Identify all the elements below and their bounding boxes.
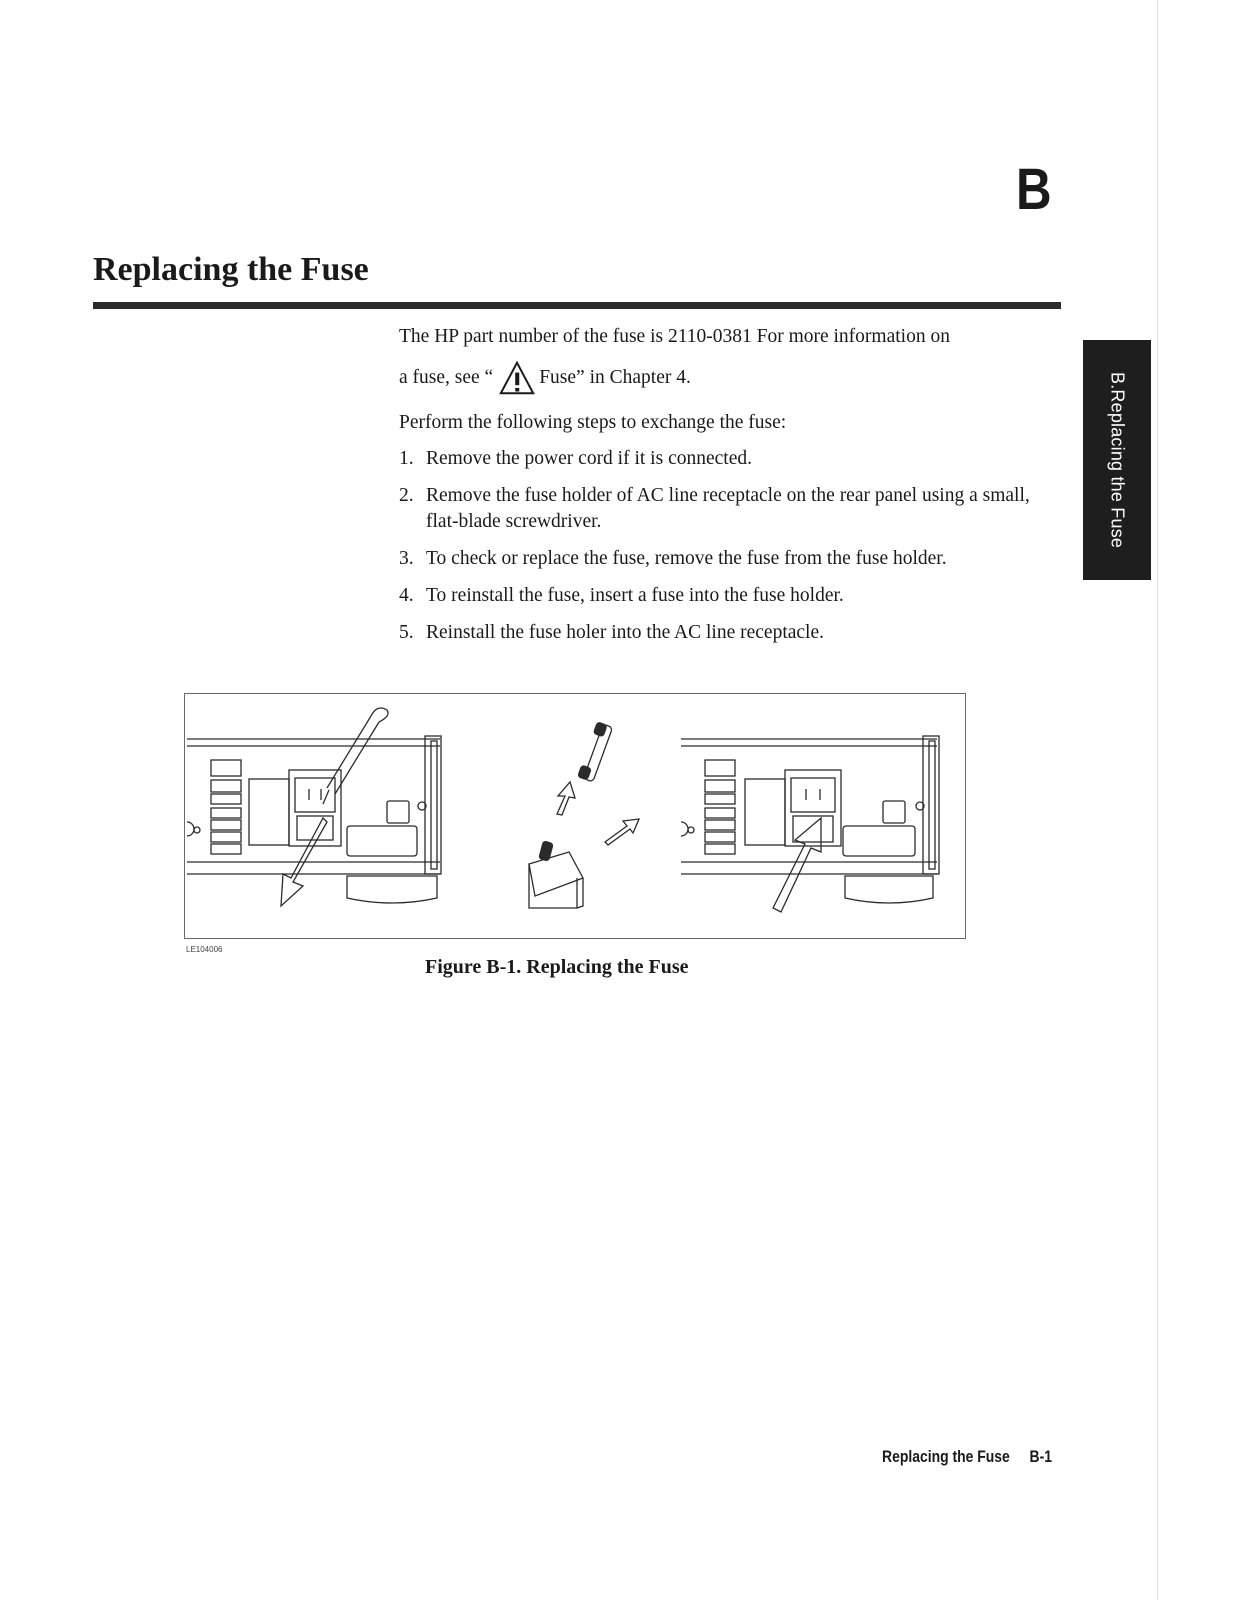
rear-panel-right (680, 735, 940, 913)
steps-intro: Perform the following steps to exchange … (399, 412, 787, 433)
fuse-and-holder (528, 722, 641, 909)
page-footer: Replacing the Fuse B-1 (882, 1447, 1052, 1467)
step-item: 2.Remove the fuse holder of AC line rece… (399, 485, 1030, 532)
warning-icon (499, 360, 536, 395)
step-item: 5.Reinstall the fuse holer into the AC l… (399, 622, 824, 643)
intro-post: Fuse” in Chapter 4. (539, 367, 691, 388)
footer-section: Replacing the Fuse (882, 1447, 1010, 1466)
intro-line-2: a fuse, see “ Fuse” in Chapter 4. (399, 360, 1059, 396)
intro-pre: a fuse, see “ (399, 367, 494, 388)
side-tab: B.Replacing the Fuse (1083, 340, 1151, 580)
page-title: Replacing the Fuse (93, 251, 369, 288)
body-text: The HP part number of the fuse is 2110-0… (399, 324, 1059, 657)
figure-id: LE104006 (186, 945, 223, 954)
title-rule (93, 302, 1061, 309)
steps-list: 1.Remove the power cord if it is connect… (399, 446, 1059, 646)
chapter-letter: B (1016, 157, 1052, 222)
rear-panel-left (186, 707, 442, 908)
page-number: B-1 (1029, 1447, 1052, 1466)
intro-line-1: The HP part number of the fuse is 2110-0… (399, 326, 950, 347)
fuse-replacement-figure (184, 693, 966, 939)
page-edge-line (1157, 0, 1158, 1600)
figure-caption: Figure B-1. Replacing the Fuse (425, 956, 689, 978)
side-tab-label: B.Replacing the Fuse (1107, 371, 1128, 549)
step-item: 4.To reinstall the fuse, insert a fuse i… (399, 585, 844, 606)
fuse-illustration (186, 707, 940, 913)
step-item: 1.Remove the power cord if it is connect… (399, 448, 752, 469)
step-item: 3.To check or replace the fuse, remove t… (399, 548, 947, 569)
